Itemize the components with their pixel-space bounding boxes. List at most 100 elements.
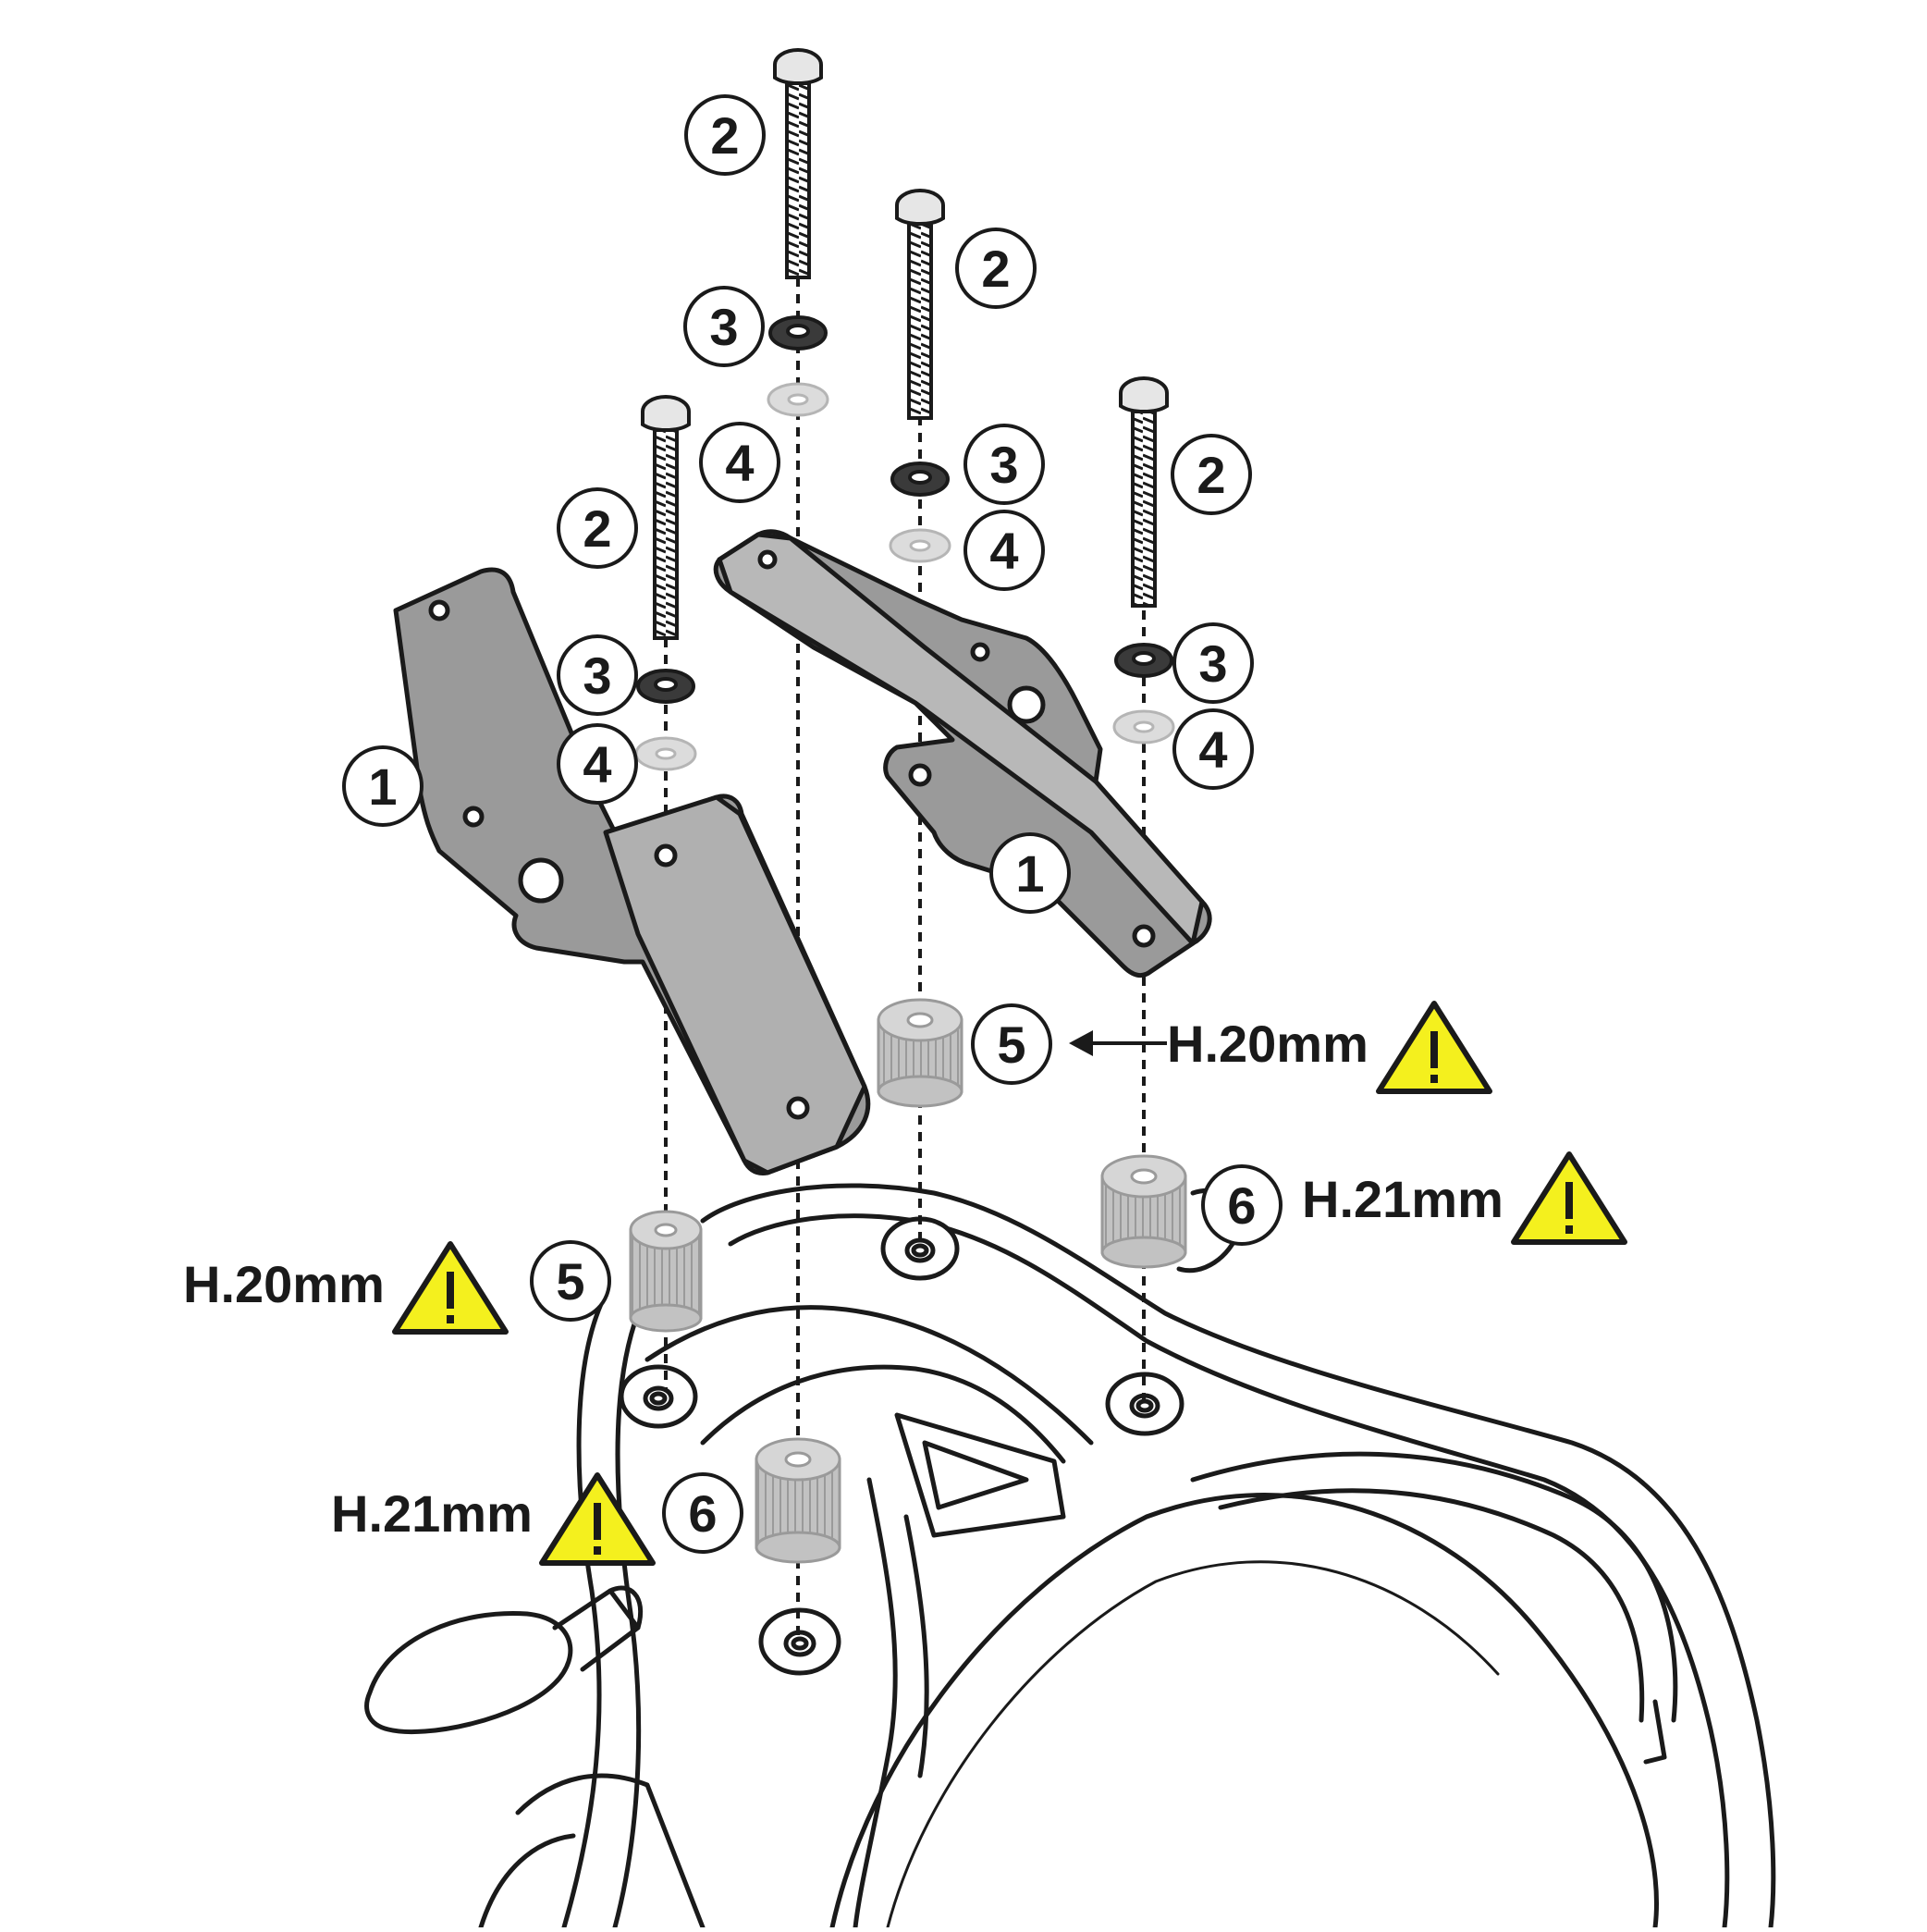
bracket-right-hole-top [757, 549, 778, 570]
callout-screw-top: 2 [684, 94, 766, 176]
callout-lockwasher-center: 3 [964, 424, 1045, 505]
bracket-left-fold [603, 794, 867, 1175]
lower-fender [515, 1773, 706, 1930]
callout-label: 3 [1198, 634, 1227, 693]
tail-light-reflector [922, 1440, 1029, 1510]
rack-mount-boss-rear-left [758, 1607, 841, 1676]
rack-grab-handle [1190, 1451, 1678, 1723]
lock-washer-3 [636, 669, 695, 704]
bracket-right-hole-large [1007, 685, 1046, 724]
lock-washer-1 [768, 315, 828, 351]
screw-2 [895, 189, 945, 420]
bracket-right-hole-bottom [1132, 924, 1156, 948]
bracket-right-hole-small [970, 642, 990, 662]
callout-spacer-20-top: 5 [971, 1003, 1052, 1085]
spacer-20mm-top [877, 998, 964, 1108]
callout-label: 5 [556, 1252, 584, 1311]
tail-light-housing [894, 1412, 1066, 1538]
rear-right-bracket [1643, 1699, 1667, 1765]
callout-flatwasher-right: 4 [1172, 708, 1254, 790]
callout-label: 1 [368, 757, 397, 816]
flat-washer-3 [634, 736, 697, 771]
flat-washers [634, 382, 1175, 771]
dimension-label-spacer-20-top: H.20mm [1167, 1015, 1369, 1073]
screw-3-shaft [653, 428, 679, 640]
callout-screw-left: 2 [557, 487, 638, 569]
callout-label: 2 [981, 240, 1010, 298]
callout-flatwasher-left: 4 [557, 723, 638, 805]
left-arrow-icon [1069, 1030, 1167, 1056]
dimension-label-spacer-20-left: H.20mm [183, 1255, 385, 1313]
bracket-left-hole-mid [462, 806, 485, 828]
callout-lockwasher-top: 3 [683, 286, 765, 367]
callout-label: 1 [1015, 844, 1044, 903]
warning-triangle-icon [539, 1472, 656, 1566]
callout-label: 2 [1197, 446, 1225, 504]
callout-spacer-21-bottom: 6 [662, 1472, 743, 1554]
motorcycle-rear-rack [364, 1183, 1776, 1930]
callout-label: 3 [583, 646, 611, 705]
seat-outline [829, 1492, 1659, 1930]
spacer-21mm-bottom [755, 1437, 841, 1564]
callout-spacer-21-right: 6 [1201, 1164, 1283, 1246]
bracket-left-hole-top [428, 599, 450, 621]
warning-triangle-icon [1376, 1001, 1492, 1094]
callout-label: 6 [688, 1484, 717, 1543]
callout-label: 4 [725, 434, 754, 492]
bracket-right-hole-mount [908, 763, 932, 787]
callouts: 2 3 2 3 4 4 2 3 [342, 94, 1283, 1554]
callout-flatwasher-center: 4 [964, 510, 1045, 591]
bracket-left [393, 567, 871, 1175]
bracket-left-hole-large [518, 857, 564, 904]
flat-washer-4 [1112, 709, 1175, 744]
seat-inner-line [886, 1560, 1500, 1929]
screw-4 [1119, 376, 1169, 608]
screw-3 [641, 395, 691, 640]
callout-lockwasher-left: 3 [557, 634, 638, 716]
callout-bracket-left: 1 [342, 745, 423, 827]
callout-spacer-20-left: 5 [530, 1240, 611, 1322]
warning-triangle-icon [1511, 1151, 1627, 1245]
screw-2-shaft [907, 222, 933, 420]
rack-top-rail [700, 1183, 1776, 1930]
callout-label: 2 [710, 106, 739, 165]
rack-side-rail [853, 1477, 898, 1930]
dimension-label-spacer-21-bottom: H.21mm [331, 1484, 533, 1543]
lock-washers [636, 315, 1173, 704]
screw-4-shaft [1131, 410, 1157, 608]
callout-bracket-right: 1 [989, 832, 1071, 914]
callout-flatwasher-upper-left: 4 [699, 422, 780, 503]
callout-label: 4 [1198, 720, 1227, 779]
turn-signal-left [364, 1585, 644, 1734]
callout-screw-right: 2 [1171, 434, 1252, 515]
spacers [629, 998, 1187, 1564]
bracket-right [713, 529, 1212, 978]
callout-label: 4 [583, 735, 611, 794]
rack-cross-member-2 [700, 1364, 1066, 1464]
callout-label: 6 [1227, 1176, 1256, 1235]
callout-screw-center: 2 [955, 228, 1037, 309]
flat-washer-2 [889, 528, 951, 563]
spacer-21mm-right [1100, 1154, 1187, 1269]
rack-grab-handle-inner [1218, 1488, 1645, 1723]
screw-1 [773, 48, 823, 279]
callout-label: 2 [583, 499, 611, 558]
rack-mount-boss-front-right [880, 1216, 960, 1281]
lower-fender-2 [478, 1833, 576, 1930]
dimension-label-spacer-21-right: H.21mm [1302, 1170, 1504, 1228]
flat-washer-1 [767, 382, 829, 417]
screw-1-shaft [785, 81, 811, 279]
callout-label: 3 [709, 298, 738, 356]
rack-outer-frame [561, 1301, 604, 1930]
callout-label: 5 [997, 1015, 1025, 1074]
spacer-20mm-left [629, 1210, 703, 1333]
rack-mount-boss-front-left [619, 1364, 698, 1429]
bracket-right-flange [717, 532, 1205, 946]
callout-label: 4 [989, 522, 1018, 580]
rack-side-rail-2 [903, 1514, 929, 1778]
callout-lockwasher-right: 3 [1172, 622, 1254, 704]
bracket-left-hole-bottom [786, 1096, 810, 1120]
lock-washer-4 [1114, 643, 1173, 678]
